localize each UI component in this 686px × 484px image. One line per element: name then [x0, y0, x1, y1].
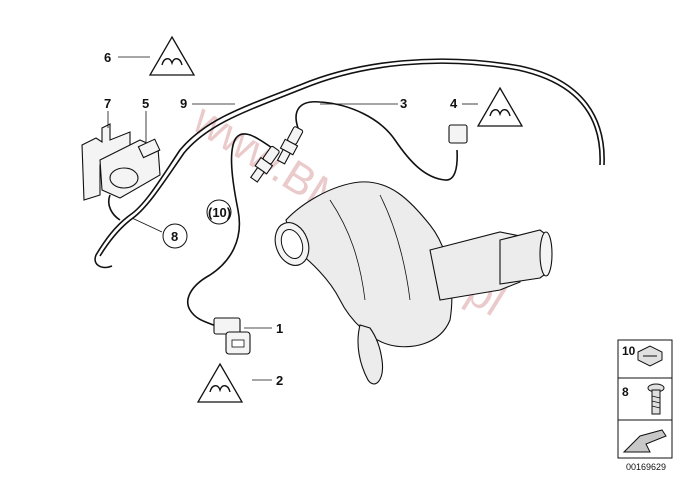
legend-panel: 10 8	[617, 339, 673, 459]
sensor-cable-3	[276, 101, 468, 181]
callout-circle-10	[206, 199, 232, 225]
diagram-id: 00169629	[626, 462, 666, 472]
caution-triangle-icon	[476, 86, 524, 127]
callout-8: 8	[171, 229, 178, 244]
callout-circle-8	[162, 223, 188, 249]
lambda-sensor-1	[249, 145, 280, 183]
bolt-icon	[647, 383, 665, 415]
callout-5: 5	[142, 96, 149, 111]
connector-1	[213, 317, 251, 355]
callout-1: 1	[276, 321, 283, 336]
caution-triangle-icon	[196, 362, 244, 403]
catalytic-converter	[274, 181, 553, 385]
pressure-sensor-assembly	[81, 123, 161, 221]
leader-lines	[107, 56, 478, 381]
callout-9: 9	[180, 96, 187, 111]
callout-10: (10)	[208, 205, 231, 220]
caution-triangle-icon	[148, 35, 196, 76]
lambda-sensor-3	[276, 126, 304, 165]
clip-icon	[637, 345, 663, 367]
callout-4: 4	[450, 96, 458, 111]
callout-2: 2	[276, 373, 283, 388]
legend-label-8: 8	[622, 385, 629, 399]
connector-4	[448, 124, 468, 144]
callout-7: 7	[104, 96, 111, 111]
legend-label-10: 10	[622, 344, 636, 358]
arrow-box-icon	[622, 429, 667, 453]
callout-3: 3	[400, 96, 407, 111]
cable-9	[94, 58, 605, 269]
sensor-cable-1	[186, 133, 280, 355]
callout-6: 6	[104, 50, 111, 65]
